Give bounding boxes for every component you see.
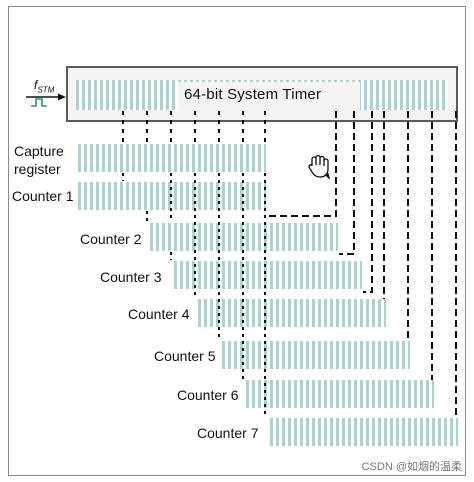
- counter-4-label: Counter 4: [128, 306, 190, 322]
- diagram-frame: [8, 6, 466, 476]
- timer-label-background: [178, 82, 360, 110]
- compare-line-counter-3: [363, 111, 373, 293]
- compare-line-counter-1: [266, 111, 337, 217]
- counter-7-register: [270, 418, 458, 446]
- counter-6-label: Counter 6: [177, 387, 239, 403]
- capture-register-bar: [78, 144, 266, 172]
- compare-line-counter-2: [339, 111, 355, 255]
- counter-1-label: Counter 1: [12, 188, 74, 204]
- capture-label-line-1: Capture: [14, 143, 64, 159]
- counter-7-label: Counter 7: [197, 425, 259, 441]
- counter-5-register: [222, 341, 410, 369]
- counter-4-register: [198, 299, 386, 327]
- timer-title: 64-bit System Timer: [184, 86, 322, 103]
- counter-5-label: Counter 5: [154, 348, 216, 364]
- hand-cursor-icon: [308, 154, 331, 181]
- counter-2-label: Counter 2: [80, 231, 142, 247]
- capture-register-label: Capture register: [14, 142, 64, 178]
- clock-subscript: STM: [37, 85, 55, 95]
- clock-arrowhead: [58, 93, 66, 101]
- counter-3-label: Counter 3: [100, 269, 162, 285]
- clock-pulse-icon: [31, 98, 47, 107]
- clock-frequency-label: fSTM: [34, 78, 54, 94]
- counter-3-register: [174, 261, 362, 289]
- clock-symbol: f: [34, 78, 38, 92]
- counter-6-register: [246, 380, 434, 408]
- watermark: CSDN @如烟的温柔: [361, 461, 462, 473]
- capture-label-line-2: register: [14, 161, 61, 177]
